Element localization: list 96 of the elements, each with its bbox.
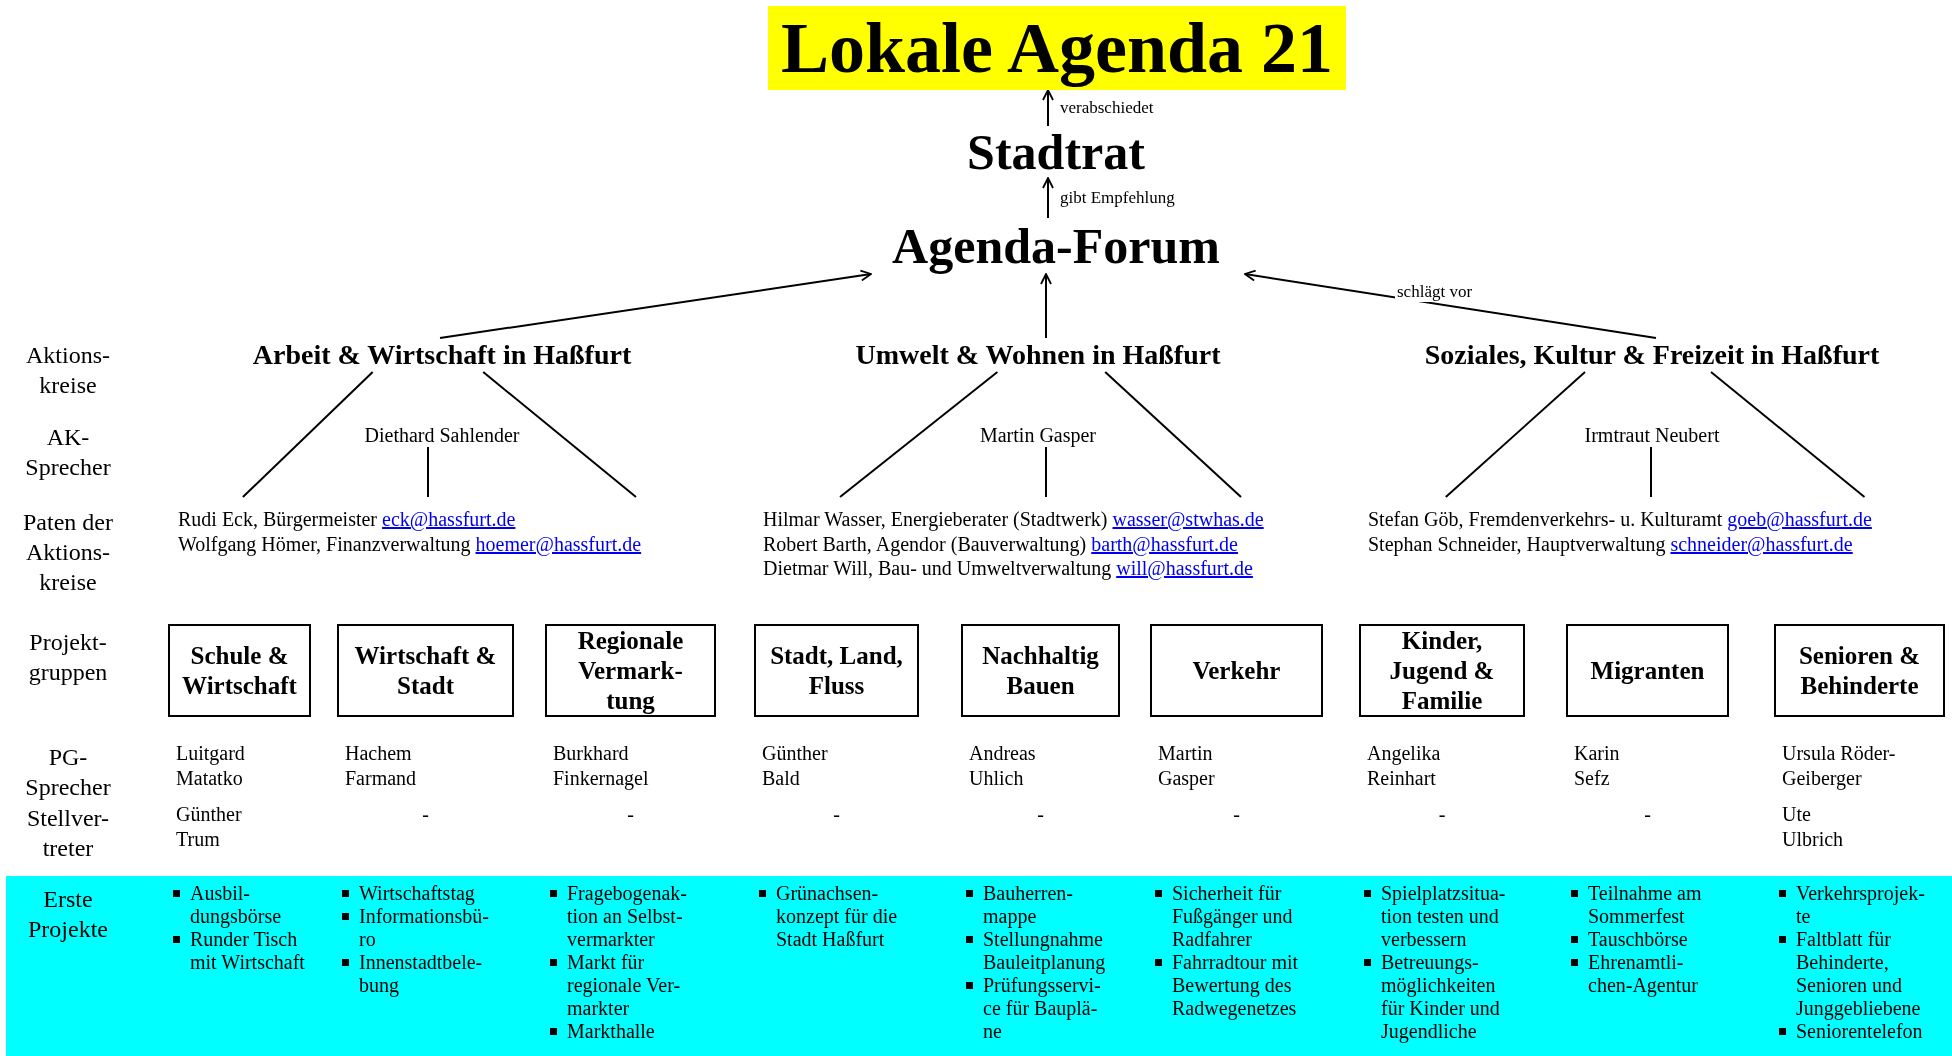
deputy-name: Ute Ulbrich bbox=[1782, 802, 1845, 851]
project-group-box: Wirtschaft & Stadt bbox=[337, 624, 514, 717]
speaker-name: Martin Gasper bbox=[938, 423, 1138, 447]
empty-dash: - bbox=[832, 802, 841, 827]
contact-line: Wolfgang Hömer, Finanzverwaltung hoemer@hassfurt.de bbox=[178, 531, 642, 556]
project-group-box: Verkehr bbox=[1150, 624, 1323, 717]
project-group-box: Schule & Wirtschaft bbox=[168, 624, 311, 717]
contact-line: Rudi Eck, Bürgermeister eck@hassfurt.de bbox=[178, 507, 517, 532]
heading-text: Agenda-Forum bbox=[868, 218, 1244, 274]
email-link: hoemer@hassfurt.de bbox=[475, 532, 642, 555]
contact-line: Robert Barth, Agendor (Bauverwaltung) barth@hassfurt.de bbox=[763, 531, 1239, 556]
connector-line bbox=[241, 371, 374, 498]
row-heading: Erste Projekte bbox=[27, 885, 109, 944]
bullet-item: Fragebogenak- tion an Selbst- vermarkter bbox=[547, 882, 703, 951]
bullet-item: Markthalle bbox=[547, 1020, 703, 1043]
email-link: barth@hassfurt.de bbox=[1091, 532, 1238, 555]
row-heading: Paten der Aktions- kreise bbox=[22, 508, 114, 597]
arrow bbox=[1244, 269, 1657, 339]
bullet-item: Ehrenamtli- chen-Agentur bbox=[1568, 951, 1718, 997]
bullet-item: Runder Tisch mit Wirtschaft bbox=[170, 928, 315, 974]
empty-dash: - bbox=[421, 802, 430, 827]
row-heading: Aktions- kreise bbox=[25, 341, 111, 400]
bullet-item: Faltblatt für Behinderte, Senioren und Junggebliebene bbox=[1776, 928, 1938, 1020]
speaker-name: Günther Bald bbox=[762, 741, 829, 790]
email-link: goeb@hassfurt.de bbox=[1727, 508, 1872, 530]
bullet-item: Stellungnahme Bauleitplanung bbox=[963, 928, 1119, 974]
bullet-item: Ausbil- dungsbörse bbox=[170, 882, 315, 928]
bullet-item: Wirtschaftstag bbox=[339, 882, 501, 905]
speaker-name: Irmtraut Neubert bbox=[1542, 423, 1762, 447]
contact-line: Stefan Göb, Fremdenverkehrs- u. Kulturamt goeb@hassfurt.de bbox=[1368, 507, 1872, 532]
connector-line bbox=[1710, 371, 1866, 498]
speaker-name: Andreas Uhlich bbox=[969, 741, 1037, 790]
speaker-name: Burkhard Finkernagel bbox=[553, 741, 650, 790]
project-group-box: Kinder, Jugend & Familie bbox=[1359, 624, 1525, 717]
row-heading: Projekt- gruppen bbox=[27, 628, 109, 687]
arrow bbox=[1042, 89, 1054, 127]
empty-dash: - bbox=[1437, 802, 1447, 827]
row-heading: AK- Sprecher bbox=[24, 423, 112, 482]
speaker-name: Diethard Sahlender bbox=[322, 423, 562, 447]
bullet-item: Markt für regionale Ver- markter bbox=[547, 951, 703, 1020]
group-heading: Arbeit & Wirtschaft in Haßfurt bbox=[200, 338, 684, 372]
contact-line: Dietmar Will, Bau- und Umweltverwaltung will@hassfurt.de bbox=[763, 556, 1254, 581]
empty-dash: - bbox=[1036, 802, 1045, 827]
group-heading: Soziales, Kultur & Freizeit in Haßfurt bbox=[1380, 338, 1924, 372]
arrow bbox=[1042, 177, 1054, 219]
deputy-name: Günther Trum bbox=[176, 802, 243, 851]
bullet-item: Bauherren- mappe bbox=[963, 882, 1119, 928]
connector-line bbox=[427, 446, 429, 498]
empty-dash: - bbox=[1232, 802, 1241, 827]
connector-line bbox=[1104, 371, 1242, 498]
connector-line bbox=[1650, 446, 1652, 498]
project-group-box: Migranten bbox=[1566, 624, 1729, 717]
project-group-box: Senioren & Behinderte bbox=[1774, 624, 1945, 717]
arrow bbox=[439, 269, 872, 339]
project-group-box: Nachhaltig Bauen bbox=[961, 624, 1120, 717]
projects-band bbox=[6, 876, 1952, 1056]
bullet-item: Tauschbörse bbox=[1568, 928, 1718, 951]
group-heading: Umwelt & Wohnen in Haßfurt bbox=[800, 338, 1276, 372]
bullet-item: Verkehrsprojek- te bbox=[1776, 882, 1938, 928]
bullet-item: Spielplatzsitua- tion testen und verbessern bbox=[1361, 882, 1517, 951]
bullet-item: Innenstadtbele- bung bbox=[339, 951, 501, 997]
bullet-item: Teilnahme am Sommerfest bbox=[1568, 882, 1718, 928]
bullet-item: Prüfungsservi- ce für Bauplä- ne bbox=[963, 974, 1119, 1043]
heading-text: Stadtrat bbox=[856, 126, 1256, 178]
email-link: will@hassfurt.de bbox=[1116, 557, 1253, 579]
title-banner: Lokale Agenda 21 bbox=[768, 6, 1346, 90]
row-heading: PG- Sprecher bbox=[24, 743, 112, 802]
project-group-box: Stadt, Land, Fluss bbox=[754, 624, 919, 717]
project-group-box: Regionale Vermark- tung bbox=[545, 624, 716, 717]
bullet-item: Betreuungs- möglichkeiten für Kinder und Jugendliche bbox=[1361, 951, 1517, 1043]
contact-line: Stephan Schneider, Hauptverwaltung schneider@hassfurt.de bbox=[1368, 531, 1854, 556]
speaker-name: Martin Gasper bbox=[1158, 741, 1216, 790]
connector-line bbox=[1045, 446, 1047, 498]
email-link: schneider@hassfurt.de bbox=[1670, 532, 1853, 555]
connector-line bbox=[482, 371, 637, 498]
edge-label: gibt Empfehlung bbox=[1058, 188, 1177, 208]
row-heading: Stellver- treter bbox=[25, 804, 111, 863]
speaker-name: Karin Sefz bbox=[1574, 741, 1621, 790]
empty-dash: - bbox=[1643, 802, 1652, 827]
edge-label: schlägt vor bbox=[1395, 282, 1475, 302]
speaker-name: Angelika Reinhart bbox=[1367, 741, 1442, 790]
contact-line: Hilmar Wasser, Energieberater (Stadtwerk) wasser@stwhas.de bbox=[763, 507, 1264, 532]
arrow bbox=[1040, 273, 1052, 339]
speaker-name: Luitgard Matatko bbox=[176, 741, 246, 790]
empty-dash: - bbox=[626, 802, 635, 827]
bullet-item: Seniorentelefon bbox=[1776, 1020, 1938, 1043]
email-link: wasser@stwhas.de bbox=[1112, 508, 1264, 530]
bullet-item: Sicherheit für Fußgänger und Radfahrer bbox=[1152, 882, 1308, 951]
connector-line bbox=[1444, 371, 1586, 498]
bullet-item: Grünachsen- konzept für die Stadt Haßfurt bbox=[756, 882, 912, 951]
bullet-item: Fahrradtour mit Bewertung des Radwegenetzes bbox=[1152, 951, 1308, 1020]
email-link: eck@hassfurt.de bbox=[382, 508, 516, 530]
connector-line bbox=[839, 371, 999, 498]
speaker-name: Hachem Farmand bbox=[345, 741, 418, 790]
speaker-name: Ursula Röder- Geiberger bbox=[1782, 741, 1897, 790]
bullet-item: Informationsbü- ro bbox=[339, 905, 501, 951]
